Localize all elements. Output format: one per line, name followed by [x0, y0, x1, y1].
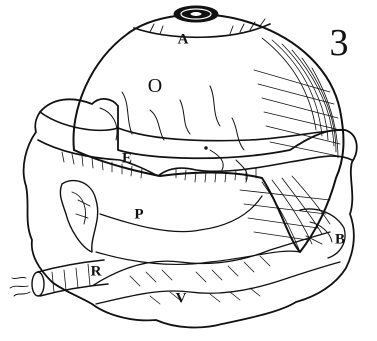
pupil	[190, 12, 202, 17]
label-V: V	[176, 292, 187, 307]
globe-shading	[240, 38, 340, 252]
fold-P-curve	[100, 196, 262, 232]
label-B: B	[335, 233, 345, 248]
cornea-line	[134, 24, 270, 37]
figure-number: 3	[330, 24, 349, 62]
ink-dot	[205, 147, 207, 149]
optic-nerve-end	[32, 272, 44, 296]
label-R: R	[91, 265, 102, 280]
label-A: A	[178, 33, 189, 48]
eyeball-outline	[73, 15, 343, 252]
fold-V-upper	[92, 232, 330, 286]
nerve-fibers	[10, 277, 30, 296]
inner-fold-left	[60, 181, 97, 252]
fold-V-lower	[96, 262, 340, 304]
fold-P-lower	[96, 251, 300, 264]
label-P: P	[134, 208, 143, 223]
inner-fold-left-detail	[72, 192, 90, 224]
fold-band-E-top	[40, 112, 345, 141]
optic-nerve-hatching	[52, 264, 90, 292]
label-E: E	[122, 152, 132, 167]
label-O: O	[148, 76, 162, 96]
fold-B-detail	[306, 222, 332, 244]
